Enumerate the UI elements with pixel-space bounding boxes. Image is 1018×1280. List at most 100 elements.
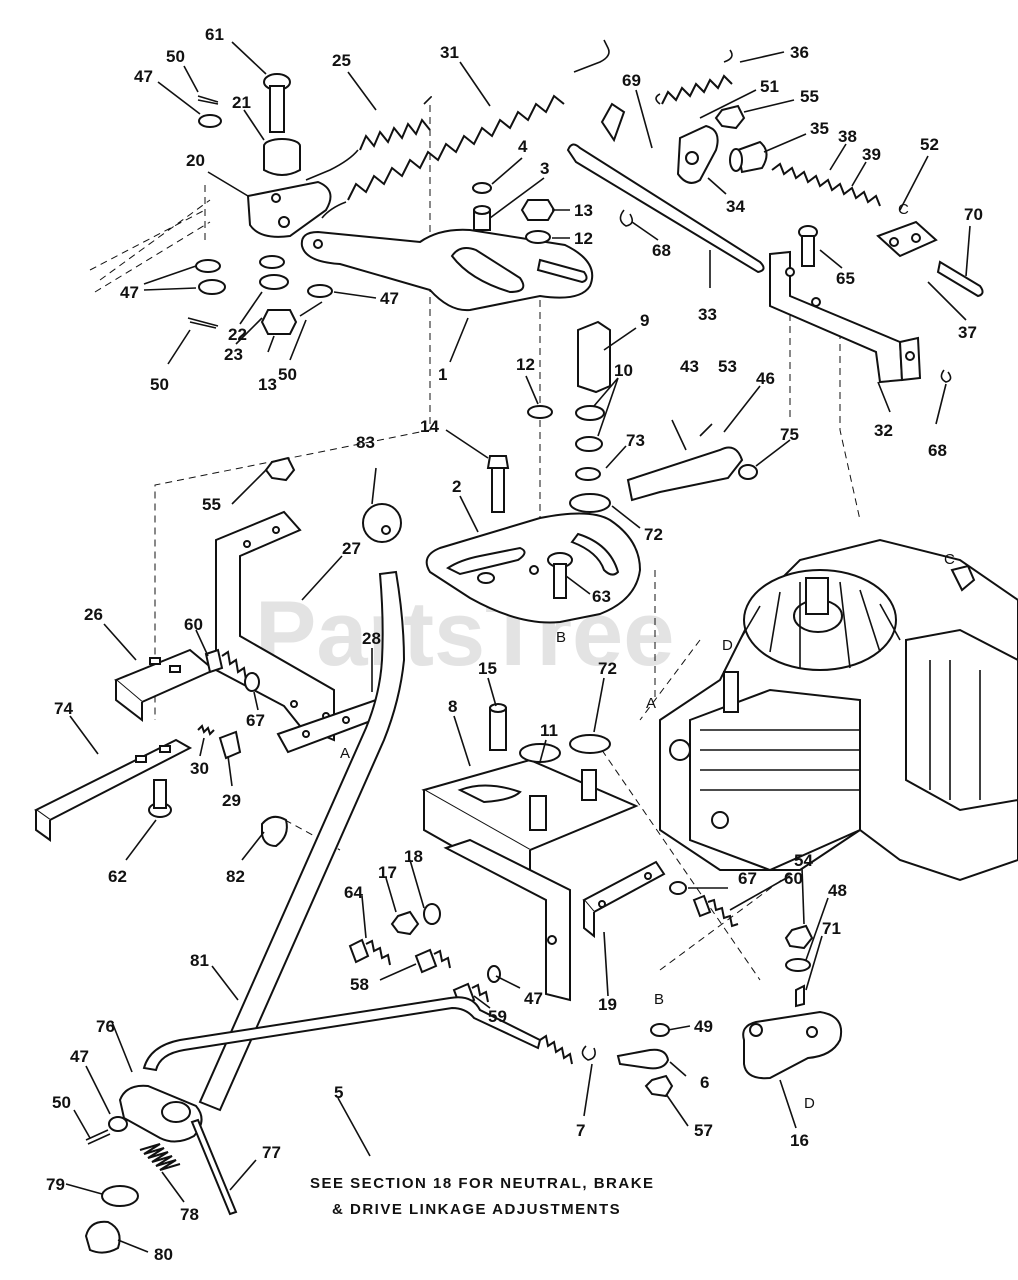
- part-20-pivot-plate: [246, 180, 332, 238]
- callout-60: 60: [784, 869, 803, 888]
- callout-35: 35: [810, 119, 829, 138]
- part-19-bracket: [582, 860, 666, 939]
- reference-letters: C C B A A D B D: [340, 201, 955, 1112]
- callout-47: 47: [524, 989, 543, 1008]
- callout-12: 12: [574, 229, 593, 248]
- part-12-washer-mid: [527, 405, 553, 419]
- part-9-hex-spacer: [577, 320, 611, 394]
- callout-60: 60: [184, 615, 203, 634]
- callout-82: 82: [226, 867, 245, 886]
- callout-67: 67: [246, 711, 265, 730]
- part-7-clip: [581, 1045, 596, 1061]
- part-74-bar: [34, 738, 193, 842]
- callout-38: 38: [838, 127, 857, 146]
- part-70-pin: [936, 260, 984, 298]
- part-34-arm: [676, 124, 719, 184]
- parts-6-49-57: [616, 1023, 674, 1098]
- part-1-control-lever: [300, 228, 594, 312]
- ref-letter-a: A: [340, 745, 350, 762]
- washers-47-22-23: [187, 255, 333, 335]
- note-line-1: SEE SECTION 18 FOR NEUTRAL, BRAKE: [310, 1175, 655, 1192]
- callout-34: 34: [726, 197, 745, 216]
- leader-lines: [65, 41, 971, 1253]
- callout-55: 55: [800, 87, 819, 106]
- callout-50: 50: [278, 365, 297, 384]
- callout-83: 83: [356, 433, 375, 452]
- callout-6: 6: [700, 1073, 709, 1092]
- callout-21: 21: [232, 93, 251, 112]
- part-30-screw: [197, 724, 215, 736]
- callout-69: 69: [622, 71, 641, 90]
- callout-50: 50: [52, 1093, 71, 1112]
- parts-64-17-18: [348, 903, 441, 966]
- ref-letter-c: C: [944, 551, 955, 568]
- callout-12: 12: [516, 355, 535, 374]
- part-16-lever: [742, 1010, 842, 1080]
- part-21-spacer: [263, 138, 301, 176]
- callout-79: 79: [46, 1175, 65, 1194]
- callout-47: 47: [134, 67, 153, 86]
- callout-17: 17: [378, 863, 397, 882]
- callout-72: 72: [644, 525, 663, 544]
- callout-39: 39: [862, 145, 881, 164]
- callout-81: 81: [190, 951, 209, 970]
- part-26-plate: [114, 648, 216, 723]
- callout-63: 63: [592, 587, 611, 606]
- part-76-collar: [118, 1084, 203, 1143]
- part-81-shift-rod: [198, 570, 406, 1112]
- ref-letter-c: C: [898, 201, 909, 218]
- callout-80: 80: [154, 1245, 173, 1264]
- ref-letter-a: A: [646, 695, 656, 712]
- callout-37: 37: [958, 323, 977, 342]
- callout-53: 53: [718, 357, 737, 376]
- callout-18: 18: [404, 847, 423, 866]
- adjustment-note: SEE SECTION 18 FOR NEUTRAL, BRAKE & DRIV…: [310, 1175, 655, 1218]
- callout-19: 19: [598, 995, 617, 1014]
- callout-33: 33: [698, 305, 717, 324]
- part-58-bolt: [414, 948, 451, 974]
- callout-52: 52: [920, 135, 939, 154]
- callout-51: 51: [760, 77, 779, 96]
- ref-letter-d: D: [722, 637, 733, 654]
- callout-28: 28: [362, 629, 381, 648]
- parts-79-80: [84, 1185, 139, 1254]
- callout-3: 3: [540, 159, 549, 178]
- washers-10-73-72: [569, 405, 611, 513]
- part-62-bolt: [148, 779, 172, 818]
- part-38-threaded-rod: [771, 162, 881, 207]
- part-65-bolt: [798, 225, 818, 267]
- callout-10: 10: [614, 361, 633, 380]
- callout-54: 54: [794, 851, 813, 870]
- part-37-yoke: [876, 220, 938, 258]
- part-63-bolt: [547, 552, 573, 599]
- callout-22: 22: [228, 325, 247, 344]
- callout-14: 14: [420, 417, 439, 436]
- callout-8: 8: [448, 697, 457, 716]
- part-36-spring: [655, 49, 733, 105]
- note-line-2: & DRIVE LINKAGE ADJUSTMENTS: [332, 1201, 621, 1218]
- callout-49: 49: [694, 1017, 713, 1036]
- callout-43: 43: [680, 357, 699, 376]
- callout-50: 50: [150, 375, 169, 394]
- callout-4: 4: [518, 137, 528, 156]
- parts-54-48-71: [784, 924, 814, 1008]
- callout-20: 20: [186, 151, 205, 170]
- callout-50: 50: [166, 47, 185, 66]
- transaxle-assembly: [659, 538, 1018, 882]
- callout-76: 76: [96, 1017, 115, 1036]
- callout-64: 64: [344, 883, 363, 902]
- part-46-bracket: [626, 419, 758, 502]
- callout-77: 77: [262, 1143, 281, 1162]
- callout-32: 32: [874, 421, 893, 440]
- callout-57: 57: [694, 1121, 713, 1140]
- part-55-nut-left: [264, 456, 296, 482]
- part-25-spring: [305, 96, 432, 181]
- callout-59: 59: [488, 1007, 507, 1026]
- callout-2: 2: [452, 477, 461, 496]
- callout-75: 75: [780, 425, 799, 444]
- callout-15: 15: [478, 659, 497, 678]
- callout-70: 70: [964, 205, 983, 224]
- callout-55: 55: [202, 495, 221, 514]
